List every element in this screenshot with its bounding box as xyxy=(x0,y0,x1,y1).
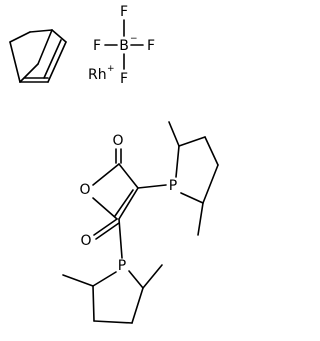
lower-phospholane: P xyxy=(62,218,163,324)
bond xyxy=(204,136,219,166)
bond xyxy=(43,39,62,79)
tetrafluoroborate: F F B − F F xyxy=(93,4,155,87)
bond xyxy=(128,270,144,289)
bond xyxy=(202,164,219,204)
bond xyxy=(131,287,144,324)
upper-phospholane: P xyxy=(137,121,219,236)
rhodium-atom: Rh xyxy=(88,67,107,83)
bond xyxy=(62,274,94,287)
rhodium-charge: + xyxy=(107,64,115,74)
bond xyxy=(51,29,67,43)
fluorine-atom-top: F xyxy=(120,4,128,20)
ring-oxygen: O xyxy=(79,182,90,198)
norbornadiene xyxy=(9,29,67,83)
structure-drawing: F F B − F F Rh + O O O P xyxy=(9,4,219,324)
bond xyxy=(118,218,123,259)
phosphorus-atom-upper: P xyxy=(169,178,177,194)
bond xyxy=(197,202,204,236)
bond xyxy=(92,163,120,186)
bond xyxy=(137,184,167,189)
phosphorus-atom-lower: P xyxy=(118,258,126,274)
bond xyxy=(19,63,39,83)
bond xyxy=(114,189,134,217)
bond xyxy=(92,197,118,220)
molecule-diagram: F F B − F F Rh + O O O P xyxy=(9,4,219,324)
rhodium-cation: Rh + xyxy=(88,64,115,83)
bond xyxy=(29,29,53,33)
carbonyl-oxygen-bottom: O xyxy=(80,233,91,249)
bond xyxy=(168,121,180,147)
bond xyxy=(175,145,180,178)
bond xyxy=(47,41,67,83)
bond xyxy=(118,187,139,220)
fluorine-atom-left: F xyxy=(93,38,101,54)
fluorine-atom-right: F xyxy=(147,38,155,54)
boron-atom: B xyxy=(119,38,129,54)
bond xyxy=(9,31,31,43)
bond xyxy=(37,29,53,65)
bond xyxy=(9,41,21,83)
bond xyxy=(93,320,133,324)
bond xyxy=(178,136,206,147)
carbonyl-oxygen-top: O xyxy=(112,133,123,149)
boron-charge: − xyxy=(130,34,138,44)
bond xyxy=(92,285,95,322)
bond xyxy=(95,222,120,240)
bond xyxy=(118,163,139,189)
bond xyxy=(93,218,118,236)
bond xyxy=(142,264,163,289)
maleic-anhydride-ring: O O O xyxy=(79,133,139,249)
fluorine-atom-bottom: F xyxy=(120,71,128,87)
bond xyxy=(180,192,204,204)
bond xyxy=(92,271,117,287)
